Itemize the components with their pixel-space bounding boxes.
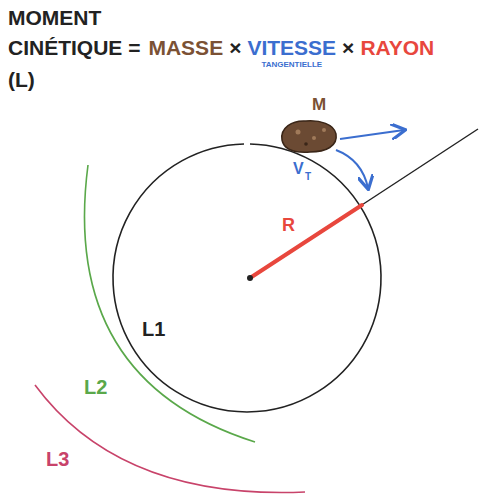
- rock-texture: [322, 128, 326, 132]
- orbit-circle: [113, 144, 381, 412]
- formula-operator: ×: [229, 36, 241, 59]
- arc-l2: [84, 165, 255, 442]
- heading-word: MOMENT: [8, 6, 101, 29]
- tangential-velocity-arrow: [336, 150, 368, 188]
- radial-line: [345, 129, 478, 216]
- velocity-label: V: [293, 160, 304, 178]
- heading-symbol: (L): [8, 68, 35, 91]
- rock-texture: [312, 136, 316, 140]
- momentum-label: L1: [142, 318, 165, 340]
- formula-subterm: TANGENTIELLE: [261, 61, 322, 70]
- momentum-label: L3: [46, 448, 69, 470]
- radius-label: R: [282, 216, 295, 236]
- formula-term: MASSE: [148, 36, 223, 59]
- heading-word: CINÉTIQUE =: [8, 36, 140, 59]
- radius-line: [250, 205, 362, 278]
- momentum-label: L2: [84, 376, 107, 398]
- formula-operator: ×: [342, 36, 354, 59]
- velocity-subscript: T: [305, 171, 311, 182]
- mass-label: M: [312, 96, 326, 115]
- formula-term: RAYON: [360, 36, 434, 59]
- velocity-arrow: [340, 130, 404, 139]
- mass-rock: [282, 121, 336, 152]
- rock-texture: [304, 142, 308, 146]
- rock-texture: [296, 130, 301, 135]
- formula-term: VITESSE: [247, 36, 336, 59]
- arc-l3: [35, 385, 305, 493]
- center-dot: [247, 275, 253, 281]
